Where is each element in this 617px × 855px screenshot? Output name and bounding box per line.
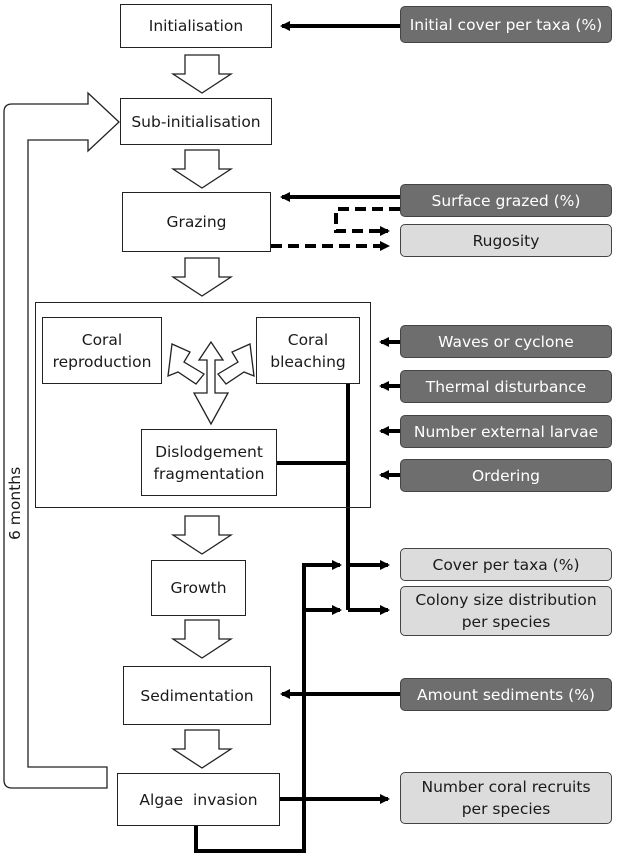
input-external-larvae-label: Number external larvae bbox=[413, 422, 599, 441]
flow-arrow-3 bbox=[170, 257, 234, 297]
input-waves-label: Waves or cyclone bbox=[438, 332, 574, 351]
loop-arrow bbox=[3, 91, 120, 789]
input-ordering: Ordering bbox=[400, 459, 612, 492]
output-rugosity: Rugosity bbox=[400, 224, 612, 257]
coral-bleaching-box: Coral bleaching bbox=[256, 317, 360, 384]
flow-arrow-5 bbox=[170, 619, 234, 659]
input-waves: Waves or cyclone bbox=[400, 325, 612, 358]
input-amount-sediments-label: Amount sediments (%) bbox=[417, 685, 595, 704]
algae-invasion-label: Algae invasion bbox=[139, 790, 258, 809]
input-amount-sediments: Amount sediments (%) bbox=[400, 678, 612, 711]
loop-label: 6 months bbox=[6, 466, 24, 540]
input-initial-cover-label: Initial cover per taxa (%) bbox=[409, 15, 603, 34]
algae-invasion-box: Algae invasion bbox=[117, 773, 280, 826]
flow-arrow-2 bbox=[170, 149, 234, 189]
growth-box: Growth bbox=[151, 560, 246, 616]
sub-initialisation-box: Sub-initialisation bbox=[120, 98, 272, 145]
coral-processes-frame bbox=[35, 302, 371, 508]
initialisation-label: Initialisation bbox=[148, 17, 244, 35]
coral-reproduction-line1: Coral bbox=[81, 330, 123, 349]
coral-bleaching-line2: bleaching bbox=[270, 352, 346, 371]
dislodgement-line1: Dislodgement bbox=[155, 442, 263, 461]
output-colony-size: Colony size distribution per species bbox=[400, 586, 612, 636]
output-colony-size-line1: Colony size distribution bbox=[415, 591, 597, 609]
cycle-icon bbox=[167, 340, 255, 426]
input-external-larvae: Number external larvae bbox=[400, 415, 612, 448]
sedimentation-label: Sedimentation bbox=[140, 686, 254, 705]
output-colony-size-line2: per species bbox=[461, 613, 551, 631]
flow-arrow-6 bbox=[170, 729, 234, 769]
coral-bleaching-line1: Coral bbox=[287, 330, 329, 349]
sedimentation-box: Sedimentation bbox=[123, 666, 271, 725]
input-ordering-label: Ordering bbox=[471, 466, 541, 485]
coral-reproduction-line2: reproduction bbox=[52, 352, 152, 371]
output-cover-per-taxa: Cover per taxa (%) bbox=[400, 548, 612, 581]
coral-reproduction-box: Coral reproduction bbox=[42, 317, 162, 384]
output-coral-recruits-line2: per species bbox=[461, 800, 551, 818]
input-surface-grazed-label: Surface grazed (%) bbox=[431, 191, 581, 210]
input-surface-grazed: Surface grazed (%) bbox=[400, 184, 612, 217]
output-coral-recruits: Number coral recruits per species bbox=[400, 772, 612, 824]
dislodgement-box: Dislodgement fragmentation bbox=[141, 429, 277, 496]
flow-arrow-4 bbox=[170, 515, 234, 555]
initialisation-box: Initialisation bbox=[120, 4, 272, 48]
growth-label: Growth bbox=[170, 579, 227, 597]
input-thermal: Thermal disturbance bbox=[400, 370, 612, 403]
sub-initialisation-label: Sub-initialisation bbox=[131, 112, 261, 131]
output-rugosity-label: Rugosity bbox=[472, 231, 540, 250]
output-cover-per-taxa-label: Cover per taxa (%) bbox=[432, 555, 580, 574]
input-initial-cover: Initial cover per taxa (%) bbox=[400, 6, 612, 43]
output-coral-recruits-line1: Number coral recruits bbox=[421, 778, 591, 796]
flow-arrow-1 bbox=[170, 54, 234, 94]
grazing-box: Grazing bbox=[122, 192, 271, 252]
dislodgement-line2: fragmentation bbox=[153, 464, 265, 483]
input-thermal-label: Thermal disturbance bbox=[425, 377, 587, 396]
grazing-label: Grazing bbox=[166, 213, 227, 231]
